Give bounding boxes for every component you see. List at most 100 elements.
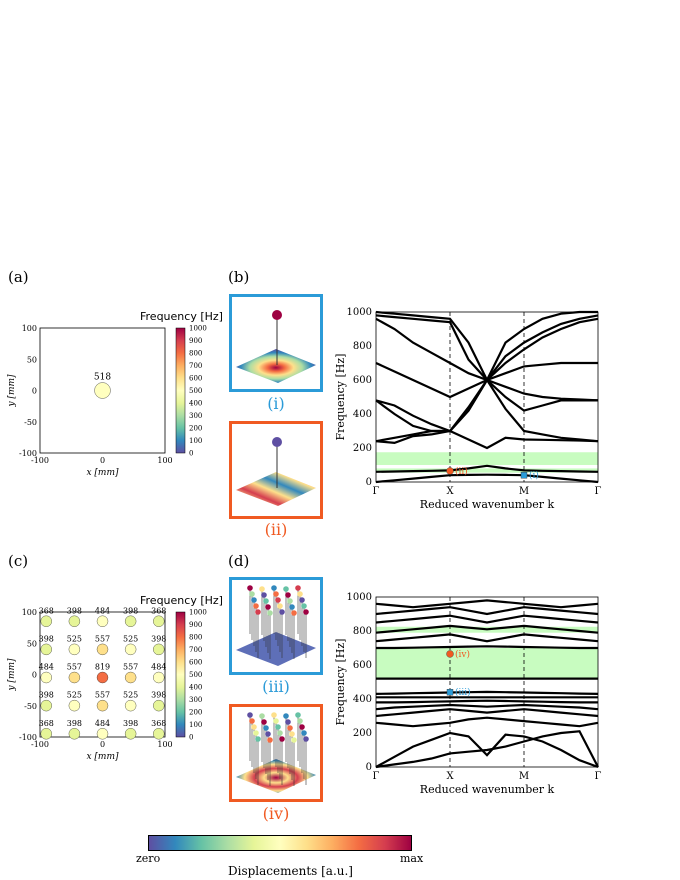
resonator-mass [265, 731, 271, 737]
y-axis-label: Frequency [Hz] [334, 639, 347, 726]
resonator-point [153, 699, 165, 712]
resonator-mass [263, 725, 269, 731]
resonator-frequency-label: 557 [95, 691, 110, 700]
resonator-frequency-label: 398 [67, 719, 82, 728]
resonator-point [94, 382, 111, 399]
mode-ii-illustration [236, 437, 316, 506]
dispersion-band [376, 645, 598, 650]
x-tick-label: 100 [157, 740, 172, 749]
resonator-mass [267, 737, 273, 743]
resonator-point [40, 615, 52, 627]
caption-i: (i) [267, 394, 285, 413]
y-tick-label: 1000 [347, 307, 372, 318]
resonator-frequency-label: 398 [39, 634, 54, 643]
resonator-point [96, 728, 109, 740]
displacement-max-label: max [400, 852, 424, 865]
colorbar-tick-label: 600 [189, 659, 202, 667]
y-tick-label: -100 [19, 733, 37, 742]
colorbar-tick-label: 200 [189, 709, 202, 717]
displacement-colorbar [148, 835, 412, 851]
panel-label-d: (d) [228, 552, 250, 570]
resonator-mass [299, 597, 305, 603]
x-axis-label: Reduced wavenumber k [420, 498, 555, 511]
resonator-point [68, 699, 81, 712]
mode-marker-label: (ii) [455, 466, 468, 477]
resonator-point [124, 643, 137, 656]
colorbar-tick-label: 300 [189, 412, 202, 420]
dispersion-band [375, 708, 599, 718]
mode-i-illustration [236, 310, 316, 383]
colorbar-tick-label: 500 [189, 387, 202, 395]
dispersion-band [375, 429, 599, 450]
x-axis-label: x [mm] [86, 752, 119, 762]
y-axis-label: y [mm] [7, 374, 17, 408]
resonator-frequency-label: 819 [95, 663, 110, 672]
resonator-mass [275, 724, 281, 730]
resonator-mass [271, 585, 277, 591]
y-tick-label: 50 [27, 355, 37, 364]
resonator-mass [303, 736, 309, 742]
displacement-min-label: zero [136, 852, 161, 865]
y-tick-label: 800 [353, 626, 372, 637]
y-tick-label: 50 [27, 639, 37, 648]
resonator-point [96, 643, 109, 656]
resonator-mass [283, 586, 289, 592]
y-tick-label: 400 [353, 409, 372, 420]
resonator-mass [277, 603, 283, 609]
dispersion-band [376, 699, 598, 704]
resonator-frequency-label: 368 [151, 606, 166, 615]
mode-iii-illustration [236, 585, 316, 666]
resonator-frequency-label: 368 [39, 606, 54, 615]
colorbar-tick-label: 0 [189, 450, 193, 458]
mode-box-iv [229, 704, 323, 802]
resonator-mass [297, 718, 303, 724]
resonator-mass [249, 718, 255, 724]
resonator-frequency-label: 525 [123, 691, 138, 700]
resonator-point [68, 671, 81, 684]
colorbar-tick-label: 1000 [189, 325, 207, 333]
colorbar-tick-label: 900 [189, 621, 202, 629]
band-gap-region [376, 468, 598, 473]
resonator-frequency-label: 398 [123, 606, 138, 615]
resonator-frequency-label: 484 [95, 719, 110, 728]
colorbar-tick-label: 1000 [189, 609, 207, 617]
colorbar-tick-label: 700 [189, 646, 202, 654]
resonator-mass [263, 598, 269, 604]
dispersion-band [375, 633, 599, 643]
x-axis-label: x [mm] [86, 468, 119, 478]
y-tick-label: 600 [353, 660, 372, 671]
mode-box-i [229, 294, 323, 392]
panel-label-b: (b) [228, 268, 250, 286]
dispersion-band [375, 614, 599, 624]
resonator-mass [289, 604, 295, 610]
dispersion-band [375, 703, 599, 711]
resonator-point [40, 699, 52, 712]
resonator-mass [275, 597, 281, 603]
mode-marker [446, 688, 454, 696]
panel-label-a: (a) [8, 268, 29, 286]
resonator-frequency-label: 484 [39, 663, 54, 672]
resonator-mass [267, 610, 273, 616]
resonator-mass [259, 713, 265, 719]
resonator-point [68, 615, 81, 627]
colorbar-tick-label: 900 [189, 337, 202, 345]
resonator-frequency-label: 518 [94, 373, 111, 383]
caption-ii: (ii) [264, 520, 288, 539]
y-tick-label: 0 [366, 762, 372, 773]
x-tick-label: Γ [373, 771, 380, 782]
x-tick-label: Γ [595, 486, 602, 497]
displacement-title: Displacements [a.u.] [228, 864, 353, 878]
resonator-point [153, 728, 165, 740]
resonator-point [124, 699, 137, 712]
resonator-mass [289, 731, 295, 737]
y-tick-label: 0 [32, 387, 37, 396]
mode-marker-label: (iii) [455, 687, 471, 698]
colorbar-tick-label: 200 [189, 425, 202, 433]
x-tick-label: 0 [100, 456, 105, 465]
resonator-mass [247, 712, 253, 718]
resonator-frequency-label: 557 [123, 663, 138, 672]
panel-label-c: (c) [8, 552, 29, 570]
colorbar-tick-label: 600 [189, 375, 202, 383]
